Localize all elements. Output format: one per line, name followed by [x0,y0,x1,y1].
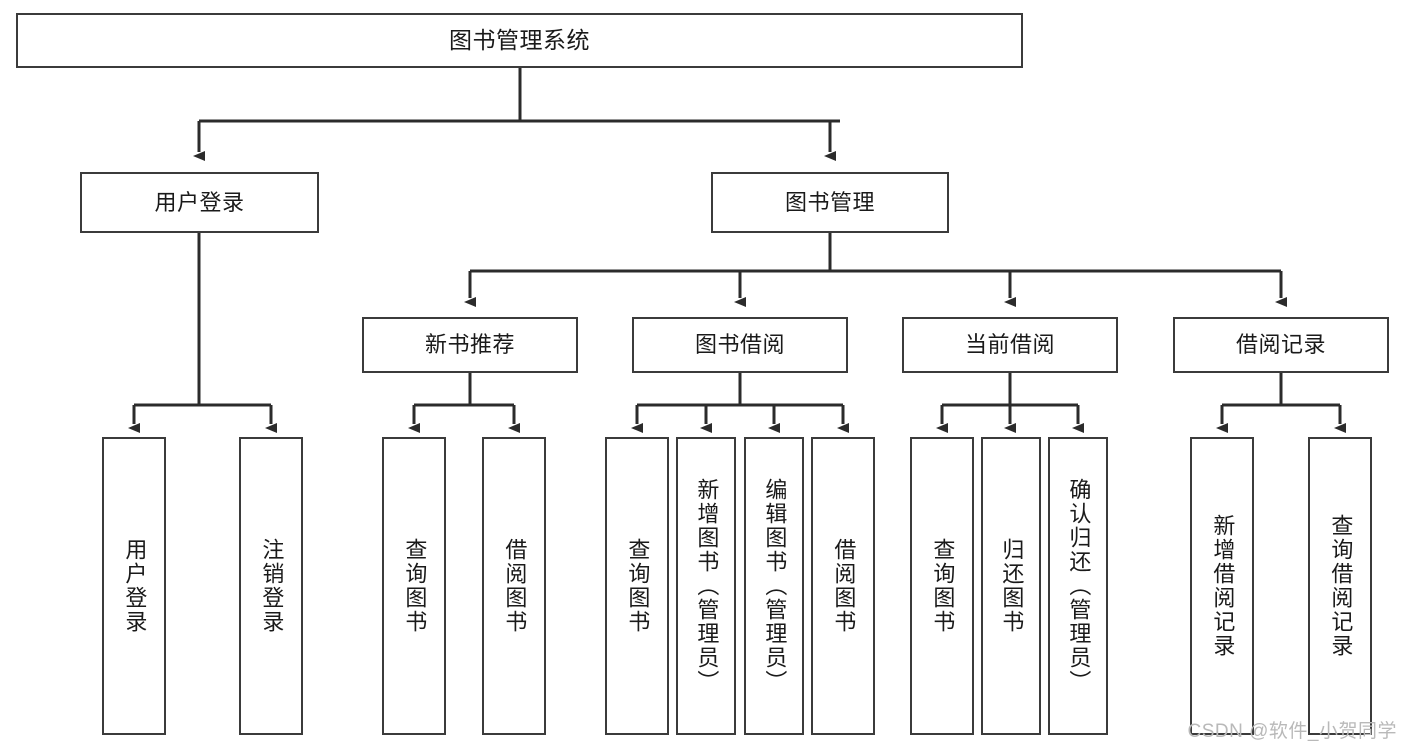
leaf-query-book-current[interactable]: 查询图书 [910,437,974,735]
node-current-borrowing[interactable]: 当前借阅 [902,317,1118,373]
node-label: 新增图书（管理员） [694,478,720,694]
leaf-add-borrow-record[interactable]: 新增借阅记录 [1190,437,1254,735]
node-label: 用户登录 [122,538,148,634]
node-label: 图书管理系统 [449,27,590,54]
node-label: 用户登录 [154,189,245,215]
leaf-borrow-book[interactable]: 借阅图书 [811,437,875,735]
node-label: 图书借阅 [694,332,785,358]
csdn-watermark: CSDN @软件_小贺同学 [1187,721,1397,742]
node-label: 图书管理 [784,189,875,215]
node-label: 新增借阅记录 [1210,514,1236,658]
node-label: 当前借阅 [964,332,1055,358]
node-root-book-management-system[interactable]: 图书管理系统 [16,13,1023,68]
node-label: 借阅图书 [831,538,857,634]
node-new-book-recommendation[interactable]: 新书推荐 [362,317,578,373]
leaf-logout[interactable]: 注销登录 [239,437,303,735]
leaf-return-book[interactable]: 归还图书 [981,437,1041,735]
node-book-borrowing[interactable]: 图书借阅 [632,317,848,373]
leaf-query-borrow-record[interactable]: 查询借阅记录 [1308,437,1372,735]
node-label: 借阅图书 [502,538,528,634]
node-label: 查询图书 [930,538,956,634]
node-label: 归还图书 [999,538,1025,634]
node-label: 注销登录 [259,538,285,634]
node-borrowing-record[interactable]: 借阅记录 [1173,317,1389,373]
node-label: 新书推荐 [424,332,515,358]
node-label: 查询借阅记录 [1328,514,1354,658]
leaf-user-login[interactable]: 用户登录 [102,437,166,735]
node-label: 查询图书 [402,538,428,634]
leaf-query-book-borrow[interactable]: 查询图书 [605,437,669,735]
node-label: 查询图书 [625,538,651,634]
node-label: 编辑图书（管理员） [762,478,788,694]
node-user-login[interactable]: 用户登录 [80,172,319,233]
node-book-management[interactable]: 图书管理 [711,172,949,233]
node-label: 借阅记录 [1235,332,1326,358]
leaf-confirm-return-admin[interactable]: 确认归还（管理员） [1048,437,1108,735]
leaf-edit-book-admin[interactable]: 编辑图书（管理员） [744,437,804,735]
node-label: 确认归还（管理员） [1066,478,1092,694]
leaf-add-book-admin[interactable]: 新增图书（管理员） [676,437,736,735]
leaf-borrow-book-recommend[interactable]: 借阅图书 [482,437,546,735]
leaf-query-book-recommend[interactable]: 查询图书 [382,437,446,735]
